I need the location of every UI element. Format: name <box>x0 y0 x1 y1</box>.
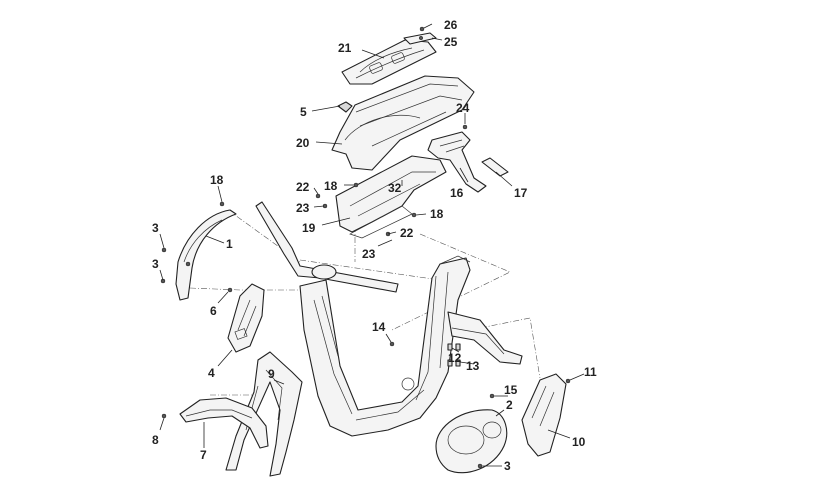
callout-23: 23 <box>296 201 310 215</box>
callout-23: 23 <box>362 247 376 261</box>
callout-26: 26 <box>444 18 458 32</box>
callout-5: 5 <box>300 105 307 119</box>
callout-17: 17 <box>514 186 528 200</box>
callout-16: 16 <box>450 186 464 200</box>
callout-9: 9 <box>268 367 275 381</box>
callout-8: 8 <box>152 433 159 447</box>
screw-part-6[interactable] <box>227 287 233 293</box>
callout-14: 14 <box>372 320 386 334</box>
screw-part-26[interactable] <box>419 26 425 32</box>
screw-part-8[interactable] <box>161 413 167 419</box>
leader-lines <box>159 23 585 467</box>
side-cover-part-4[interactable] <box>227 283 265 353</box>
callout-10: 10 <box>572 435 586 449</box>
bolt-part-18[interactable] <box>219 201 225 207</box>
clip-part-5[interactable] <box>337 101 353 113</box>
carrier-frame-part-32[interactable] <box>335 155 447 239</box>
callout-18: 18 <box>324 179 338 193</box>
callout-18: 18 <box>210 173 224 187</box>
callout-13: 13 <box>466 359 480 373</box>
front-fender-arch-part-1[interactable] <box>160 209 237 301</box>
rear-bracket-part-16[interactable] <box>427 131 487 193</box>
screw-part-14[interactable] <box>389 341 395 347</box>
swing-arm-part-12-13[interactable] <box>447 311 523 367</box>
callout-15: 15 <box>504 383 518 397</box>
callout-3: 3 <box>152 257 159 271</box>
callout-11: 11 <box>584 365 597 379</box>
callout-3: 3 <box>504 459 511 473</box>
rear-side-panel-part-10[interactable] <box>521 373 571 457</box>
handlebar[interactable] <box>255 201 399 293</box>
callout-2: 2 <box>506 398 513 412</box>
callout-21: 21 <box>338 41 352 55</box>
reflector-part-17[interactable] <box>481 157 509 177</box>
callout-7: 7 <box>200 448 207 462</box>
callout-25: 25 <box>444 35 458 49</box>
callout-4: 4 <box>208 366 215 380</box>
callout-32: 32 <box>388 181 402 195</box>
screw-part-24[interactable] <box>462 124 468 130</box>
drive-cover-part-2[interactable] <box>435 393 508 474</box>
callout-3: 3 <box>152 221 159 235</box>
callout-labels: 26 25 21 5 24 20 18 22 32 16 17 23 19 18… <box>152 18 597 473</box>
cap-plate-part-25[interactable] <box>403 32 437 45</box>
front-mudguard-part-7[interactable] <box>179 397 269 449</box>
callout-24: 24 <box>456 101 470 115</box>
seat-base-part-20[interactable] <box>331 75 475 171</box>
callout-1: 1 <box>226 237 233 251</box>
callout-12: 12 <box>448 351 462 365</box>
callout-22: 22 <box>296 180 310 194</box>
callout-22: 22 <box>400 226 414 240</box>
callout-20: 20 <box>296 136 310 150</box>
callout-19: 19 <box>302 221 316 235</box>
callout-6: 6 <box>210 304 217 318</box>
fastener-group-carrier <box>315 182 417 247</box>
main-frame[interactable] <box>299 255 471 437</box>
callout-18: 18 <box>430 207 444 221</box>
seat-pad-part-21[interactable] <box>341 39 437 85</box>
